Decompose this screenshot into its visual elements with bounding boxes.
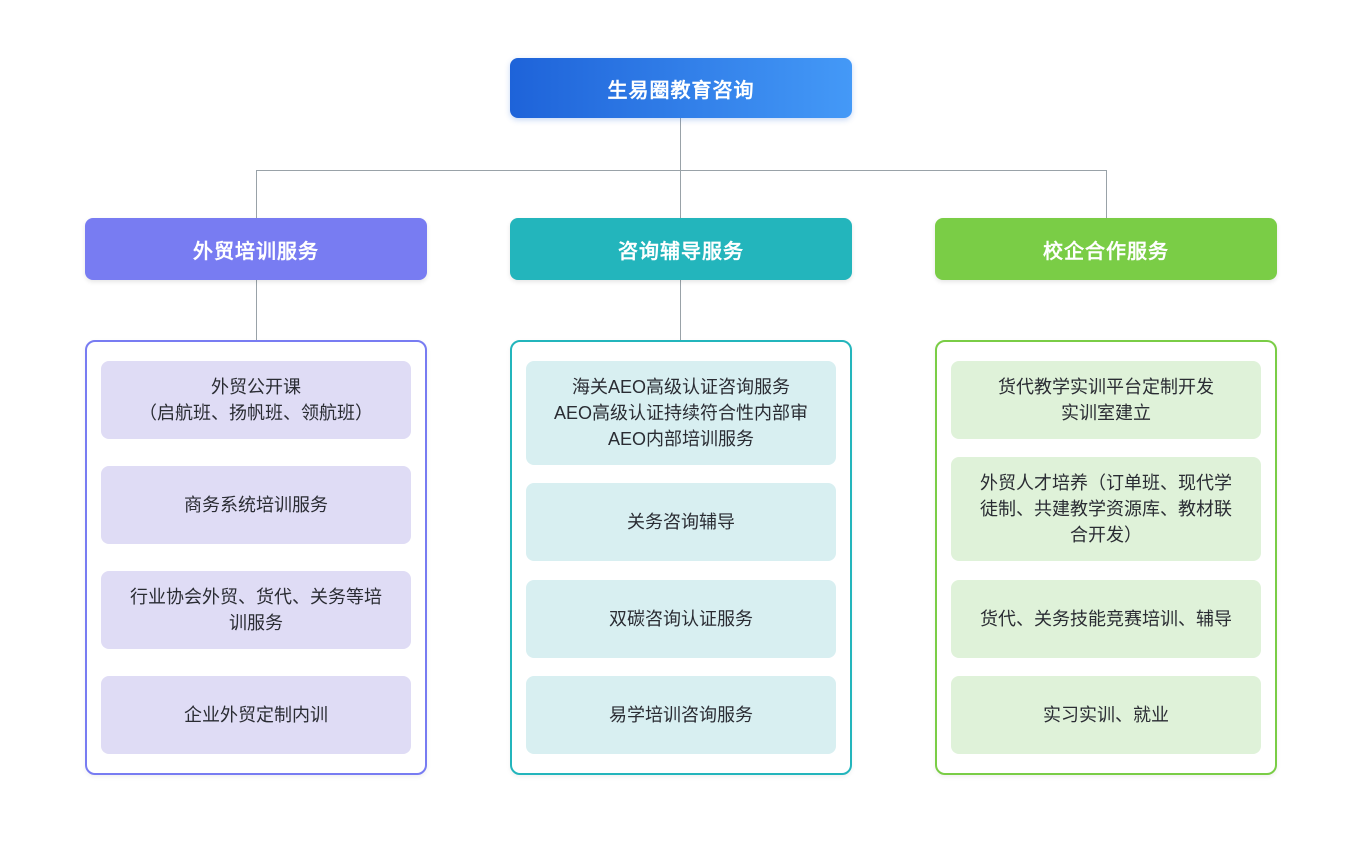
branch-container-consulting-coaching: 海关AEO高级认证咨询服务 AEO高级认证持续符合性内部审 AEO内部培训服务 … — [510, 340, 852, 775]
connector-root-vertical — [680, 118, 681, 170]
root-node: 生易圈教育咨询 — [510, 58, 852, 118]
service-card: 外贸人才培养（订单班、现代学徒制、共建教学资源库、教材联合开发） — [951, 457, 1261, 562]
root-node-label: 生易圈教育咨询 — [607, 79, 755, 102]
branch-header-consulting-coaching: 咨询辅导服务 — [510, 218, 852, 280]
service-card: 关务咨询辅导 — [526, 483, 836, 562]
connector-branch-1-vertical — [256, 170, 257, 218]
branch-header-label: 校企合作服务 — [1043, 240, 1169, 263]
service-card: 实习实训、就业 — [951, 675, 1261, 754]
service-card: 易学培训咨询服务 — [526, 675, 836, 754]
service-card: 货代教学实训平台定制开发 实训室建立 — [951, 361, 1261, 439]
connector-branch-2-vertical — [680, 170, 681, 218]
connector-horizontal — [256, 170, 1106, 171]
service-card: 商务系统培训服务 — [101, 466, 411, 544]
branch-header-label: 咨询辅导服务 — [618, 240, 744, 263]
service-card: 企业外贸定制内训 — [101, 676, 411, 754]
service-card: 海关AEO高级认证咨询服务 AEO高级认证持续符合性内部审 AEO内部培训服务 — [526, 361, 836, 465]
branch-header-school-enterprise: 校企合作服务 — [935, 218, 1277, 280]
service-card: 外贸公开课 （启航班、扬帆班、领航班） — [101, 361, 411, 439]
connector-branch-2-to-container — [680, 280, 681, 340]
connector-branch-3-vertical — [1106, 170, 1107, 218]
branch-header-label: 外贸培训服务 — [193, 240, 319, 263]
branch-header-foreign-trade-training: 外贸培训服务 — [85, 218, 427, 280]
service-card: 行业协会外贸、货代、关务等培训服务 — [101, 571, 411, 649]
connector-branch-1-to-container — [256, 280, 257, 340]
service-card: 货代、关务技能竞赛培训、辅导 — [951, 579, 1261, 658]
service-card: 双碳咨询认证服务 — [526, 579, 836, 658]
branch-container-school-enterprise: 货代教学实训平台定制开发 实训室建立 外贸人才培养（订单班、现代学徒制、共建教学… — [935, 340, 1277, 775]
branch-container-foreign-trade-training: 外贸公开课 （启航班、扬帆班、领航班） 商务系统培训服务 行业协会外贸、货代、关… — [85, 340, 427, 775]
